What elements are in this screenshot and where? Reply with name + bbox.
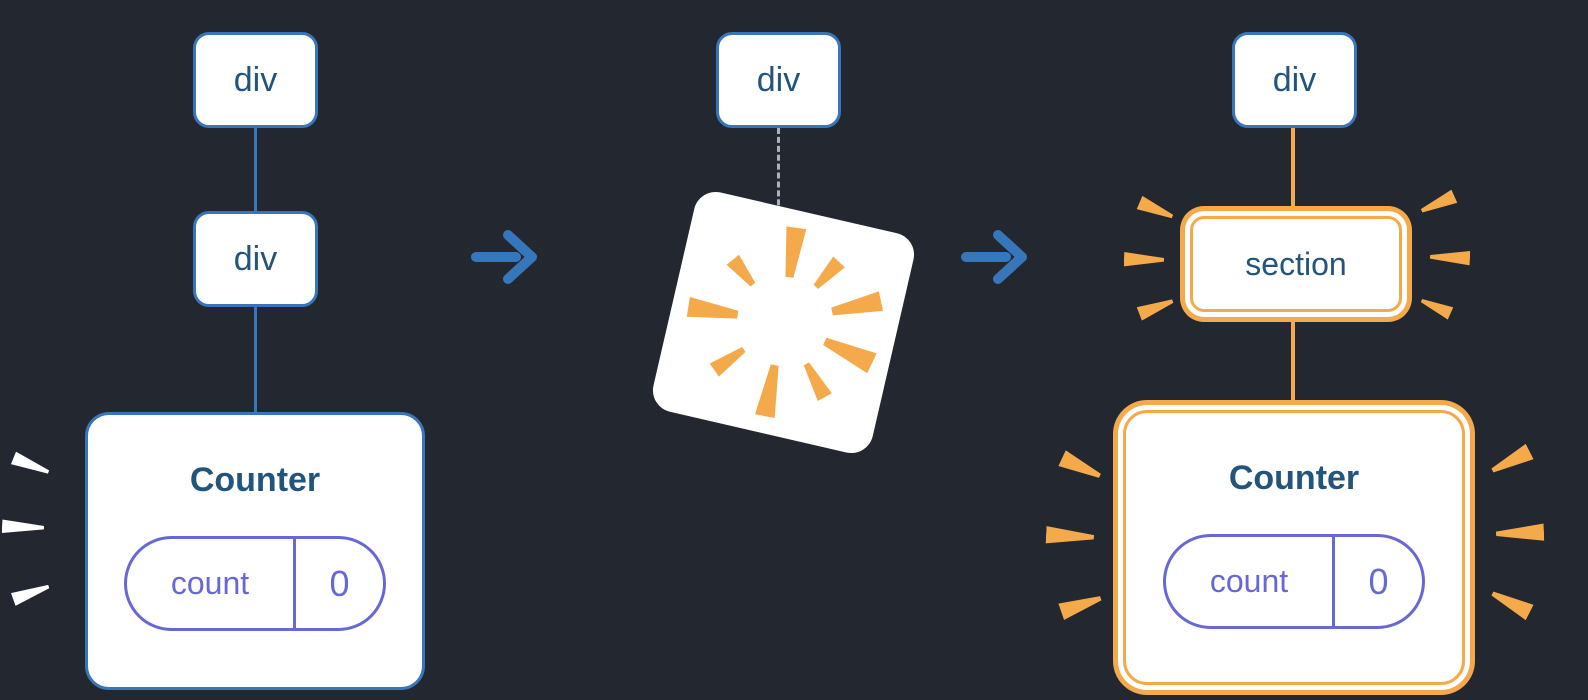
node-label: div [233,60,278,99]
tree-node-div-parent-after: div [1232,32,1357,128]
spark-icon [1419,189,1458,217]
tree-edge-new [1291,322,1295,400]
counter-title: Counter [189,461,321,499]
spark-icon [1137,294,1176,321]
node-label: div [756,60,801,99]
spark-icon [11,580,51,606]
counter-title: Counter [1228,459,1360,497]
spark-icon [1430,249,1470,265]
tree-edge [254,128,257,212]
tree-node-section-new: section [1190,216,1402,312]
spark-icon [1488,443,1534,478]
unmounting-box [648,187,919,458]
spark-icon [1124,252,1164,268]
burst-icon [686,226,884,419]
state-key: count [127,539,296,628]
node-label: section [1245,245,1347,282]
node-label: div [233,239,278,278]
counter-component-before: Counter count 0 [85,412,425,690]
spark-icon [1488,585,1534,620]
spark-icon [1046,526,1095,546]
spark-icon [2,519,44,534]
tree-node-div-child-before: div [193,211,318,307]
arrow-right-icon [471,230,537,284]
node-label: div [1272,60,1317,99]
counter-component-after: Counter count 0 [1123,410,1465,685]
removed-tree-edge [777,128,780,232]
arrow-right-icon [961,230,1027,284]
spark-icon [1137,196,1176,224]
tree-edge [254,307,257,413]
spark-icon [1058,450,1104,484]
tree-node-div-during: div [716,32,841,128]
state-pill: count 0 [124,536,386,631]
tree-edge-new [1291,128,1295,206]
state-key: count [1166,537,1335,626]
state-pill: count 0 [1163,534,1425,629]
spark-icon [1058,590,1104,621]
tree-node-div-parent-before: div [193,32,318,128]
state-value: 0 [329,562,350,604]
spark-icon [1419,294,1454,320]
spark-icon [11,451,51,478]
spark-icon [1496,523,1545,543]
state-value: 0 [1368,560,1389,602]
